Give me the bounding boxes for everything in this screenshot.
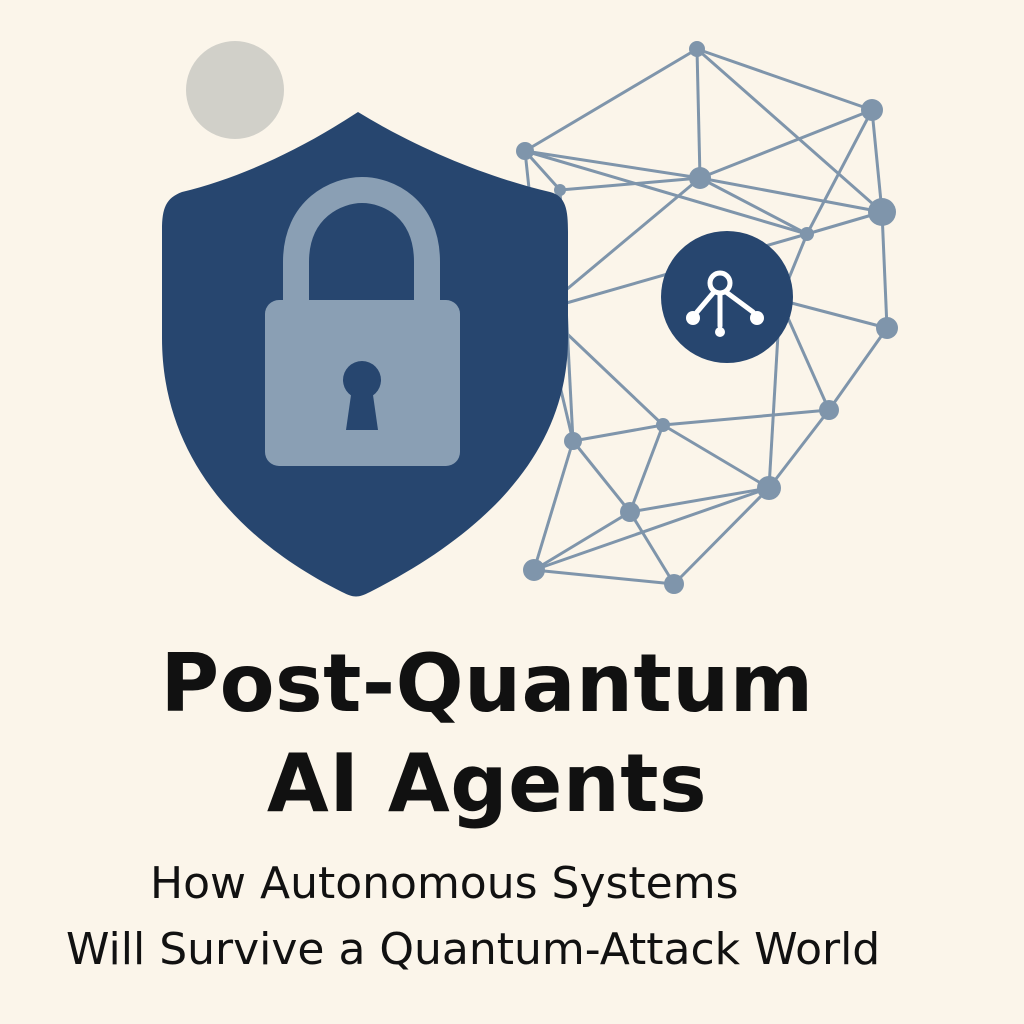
network-node [656,418,670,432]
network-link [696,47,883,214]
network-node [554,184,566,196]
network-link [524,149,808,236]
padlock-icon [265,176,460,466]
network-link [533,510,631,572]
network-link [628,424,665,513]
network-link [870,109,884,213]
network-link [524,149,701,180]
network-node [564,432,582,450]
network-link [672,486,771,586]
network-link [805,109,874,235]
network-node [819,400,839,420]
network-link [880,211,889,329]
agent-hub-icon [661,231,793,363]
network-node [800,227,814,241]
network-node [523,559,545,581]
network-node [664,574,684,594]
network-link [524,47,698,153]
network-link [779,298,888,330]
network-node [689,167,711,189]
subtitle-line-2: Will Survive a Quantum-Attack World [66,924,881,975]
network-link [628,511,676,585]
network-node [757,476,781,500]
network-link [767,409,831,489]
title-line-1: Post-Quantum [160,637,814,730]
grey-circle-icon [186,41,284,139]
network-node [620,502,640,522]
network-link [559,176,701,192]
network-link [533,568,675,586]
network-node [516,142,534,160]
network-mesh-icon [516,41,898,594]
network-link [662,423,770,490]
network-link [699,176,883,214]
hero-illustration [162,41,898,597]
network-link [532,440,575,571]
network-link [662,408,830,427]
network-link [699,176,808,236]
network-link [827,327,889,411]
network-node [689,41,705,57]
network-link [696,47,873,112]
network-link [572,423,664,443]
network-link [541,176,701,312]
network-link [571,440,632,513]
network-link [695,48,702,179]
network-node [861,99,883,121]
subtitle-line-1: How Autonomous Systems [150,858,739,909]
network-link [629,486,770,514]
network-link [533,486,770,572]
network-link [699,108,873,180]
network-node [876,317,898,339]
title-line-2: AI Agents [266,737,708,830]
network-node [868,198,896,226]
